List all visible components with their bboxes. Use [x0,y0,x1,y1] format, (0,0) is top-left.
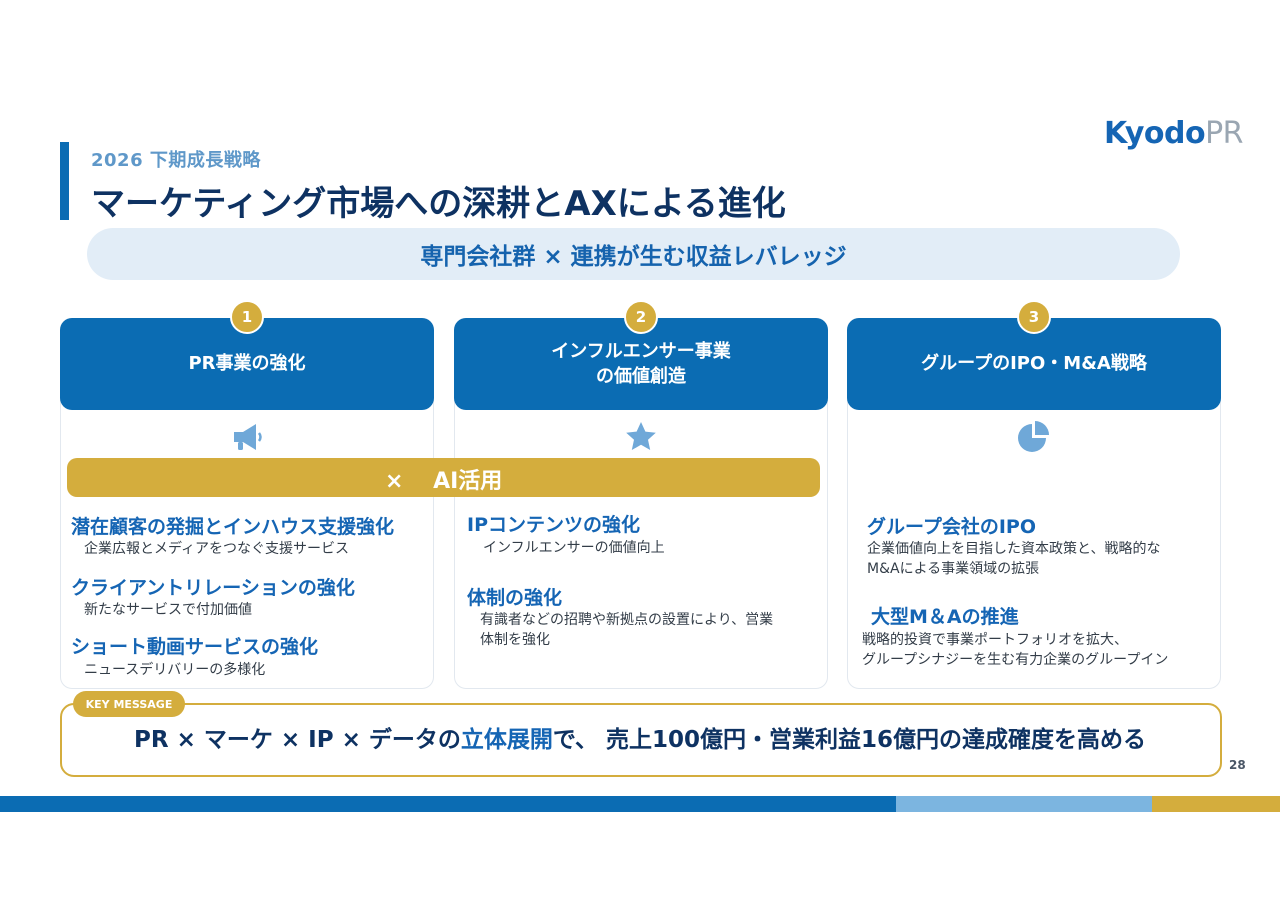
strategy-card-group: 3 グループのIPO・M&A戦略 [847,300,1221,689]
item-title: IPコンテンツの強化 [467,514,640,536]
footer-stripe-lightblue [896,796,1152,812]
item-description: 新たなサービスで付加価値 [84,602,252,618]
item-description: 企業広報とメディアをつなぐ支援サービス [84,541,350,557]
key-message-box [60,703,1222,777]
item-title: グループ会社のIPO [867,516,1037,538]
ai-bar-label: × AI活用 [385,469,503,494]
title-accent-bar [60,142,69,220]
strategy-card-pr: 1 PR事業の強化 [60,300,434,689]
item-description: ニュースデリバリーの多様化 [84,662,266,678]
footer-stripe-gold [1152,796,1280,812]
step-number-badge: 3 [1017,300,1051,334]
logo-text-kyodo: Kyodo [1104,116,1206,151]
item-title: 潜在顧客の発掘とインハウス支援強化 [71,516,395,538]
item-title: クライアントリレーションの強化 [71,577,355,599]
item-title: 体制の強化 [467,587,563,609]
item-description: 企業価値向上を目指した資本政策と、戦略的な M&Aによる事業領域の拡張 [867,541,1161,578]
item-description: インフルエンサーの価値向上 [483,540,665,556]
key-message-text: PR × マーケ × IP × データの立体展開で、 売上100億円・営業利益1… [0,720,1280,754]
item-description: 戦略的投資で事業ポートフォリオを拡大、 グループシナジーを生む有力企業のグループ… [862,632,1169,669]
item-title: ショート動画サービスの強化 [71,636,319,658]
ai-utilization-bar: × AI活用 [67,458,820,497]
pie-chart-icon [1018,421,1049,452]
item-title: 大型M＆Aの推進 [871,606,1019,628]
page-subtitle: 2026 下期成長戦略 [91,150,261,171]
key-message-highlight: 立体展開 [460,727,553,753]
page-title: マーケティング市場への深耕とAXによる進化 [91,184,786,224]
megaphone-icon [234,424,262,450]
page-number: 28 [1229,758,1246,772]
star-icon [626,422,656,450]
key-message-part2: で、 売上100億円・営業利益16億円の達成確度を高める [552,727,1146,753]
kyodo-pr-logo: KyodoPR [1104,116,1244,151]
step-number-badge: 1 [230,300,264,334]
item-description: 有識者などの招聘や新拠点の設置により、営業 体制を強化 [480,612,774,649]
step-number-badge: 2 [624,300,658,334]
leverage-banner: 専門会社群 × 連携が生む収益レバレッジ [87,228,1180,280]
logo-text-pr: PR [1205,116,1244,151]
strategy-card-influencer: 2 インフルエンサー事業 の価値創造 [454,300,828,689]
key-message-part1: PR × マーケ × IP × データの [134,727,461,753]
key-message-label: KEY MESSAGE [73,691,185,717]
footer-stripe-blue [0,796,896,812]
